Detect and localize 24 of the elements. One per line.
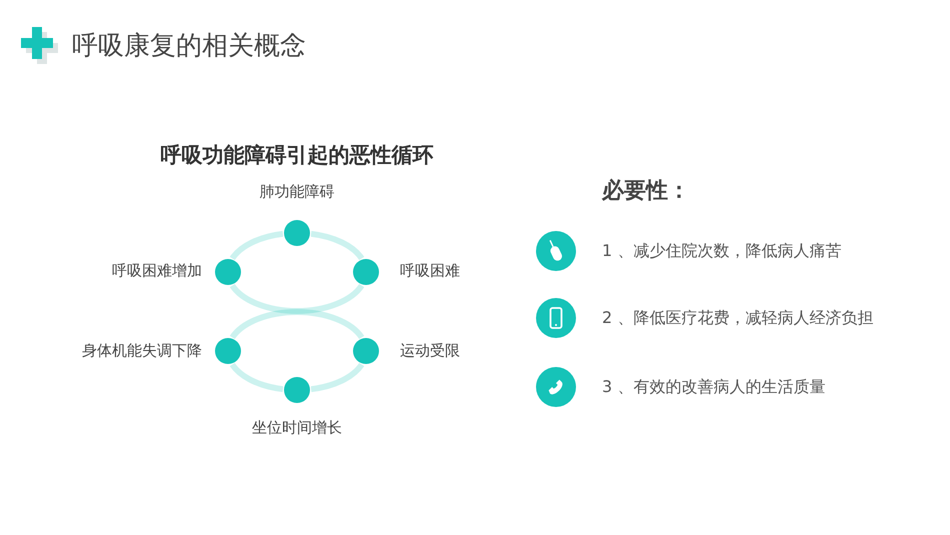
- node-label: 呼吸困难增加: [112, 262, 202, 280]
- circle-node: [284, 377, 310, 403]
- circle-node: [353, 259, 379, 285]
- ring-arc: [230, 230, 284, 260]
- node-label: 肺功能障碍: [260, 183, 334, 201]
- ring-arc: [230, 309, 364, 340]
- circle-node: [215, 338, 241, 364]
- node-label: 呼吸困难: [400, 262, 460, 280]
- node-label: 身体机能失调下降: [82, 342, 202, 360]
- ring-arc: [230, 362, 284, 392]
- list-item-text: 2 、降低医疗花费，减轻病人经济负担: [602, 308, 874, 328]
- circle-node: [284, 220, 310, 246]
- ring-arc: [310, 362, 364, 392]
- circle-node: [353, 338, 379, 364]
- list-item-text: 1 、减少住院次数，降低病人痛苦: [602, 242, 842, 260]
- circle-node: [215, 259, 241, 285]
- ring-arc: [230, 284, 364, 314]
- section-heading: 必要性：: [602, 178, 690, 204]
- ring-arc: [310, 230, 364, 260]
- slide-title: 呼吸康复的相关概念: [72, 32, 306, 62]
- node-label: 运动受限: [400, 342, 460, 360]
- section-heading: 呼吸功能障碍引起的恶性循环: [160, 142, 434, 168]
- list-item-text: 3 、有效的改善病人的生活质量: [602, 378, 826, 396]
- node-label: 坐位时间增长: [252, 419, 342, 437]
